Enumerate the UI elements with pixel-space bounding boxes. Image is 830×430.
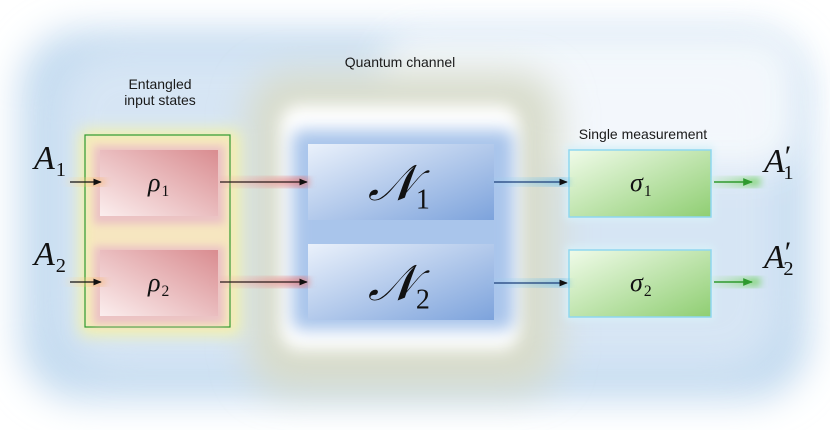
channel-index-1: 1 <box>415 184 430 216</box>
entangled-border <box>84 134 231 328</box>
output-index-1: 1 <box>783 162 794 185</box>
channel-box-1 <box>308 144 494 220</box>
input-index-1: 1 <box>55 159 66 182</box>
input-symbol-2: A <box>34 236 55 273</box>
input-label-2: A2 <box>34 236 66 278</box>
state-to-channel-arrow-1 <box>218 178 308 186</box>
channel-symbol-1: 𝒩 <box>368 154 416 212</box>
output-label-2: A′2 <box>764 236 794 281</box>
output-index-2: 2 <box>783 258 794 281</box>
quantum-channel-region <box>248 72 558 392</box>
output-symbol-1: A <box>764 143 785 180</box>
entangled-line-2: input states <box>124 92 196 108</box>
state-to-channel-arrow-2 <box>218 278 308 286</box>
state-box-1 <box>94 146 224 224</box>
measurement-label-2: σ2 <box>630 268 652 301</box>
output-arrow-1 <box>712 178 760 186</box>
output-symbol-2: A <box>764 239 785 276</box>
state-symbol-1: ρ <box>148 168 161 197</box>
channel-symbol-2: 𝒩 <box>368 254 416 312</box>
state-label-1: ρ1 <box>148 168 169 201</box>
entangled-line-1: Entangled <box>128 76 192 92</box>
output-prime-1: ′ <box>784 140 792 173</box>
state-label-2: ρ2 <box>148 268 169 301</box>
quantum-channel-label: Quantum channel <box>344 54 456 70</box>
channel-box-2 <box>308 244 494 320</box>
channel-label-2: 𝒩2 <box>368 254 430 316</box>
measurement-symbol-1: σ <box>630 168 643 197</box>
entangled-label: Entangled input states <box>95 76 225 108</box>
channel-index-2: 2 <box>415 284 430 316</box>
output-arrow-2 <box>712 278 760 286</box>
measurement-symbol-2: σ <box>630 268 643 297</box>
state-box-2 <box>94 246 224 324</box>
measurement-label-1: σ1 <box>630 168 652 201</box>
input-label-1: A1 <box>34 140 66 182</box>
measurement-box-2 <box>566 246 714 320</box>
input-index-2: 2 <box>55 255 66 278</box>
input-arrow-2 <box>66 278 104 286</box>
input-symbol-1: A <box>34 140 55 177</box>
output-label-1: A′1 <box>764 140 794 185</box>
output-prime-2: ′ <box>784 236 792 269</box>
input-arrow-1 <box>66 178 104 186</box>
channel-label-1: 𝒩1 <box>368 154 430 216</box>
measurement-index-2: 2 <box>643 283 652 301</box>
measurement-index-1: 1 <box>643 183 652 201</box>
channel-to-measurement-arrow-2 <box>494 279 568 287</box>
channel-to-measurement-arrow-1 <box>494 178 568 186</box>
state-index-1: 1 <box>161 183 170 201</box>
single-measurement-label: Single measurement <box>578 126 708 142</box>
measurement-box-1 <box>566 146 714 220</box>
state-symbol-2: ρ <box>148 268 161 297</box>
state-index-2: 2 <box>161 283 170 301</box>
